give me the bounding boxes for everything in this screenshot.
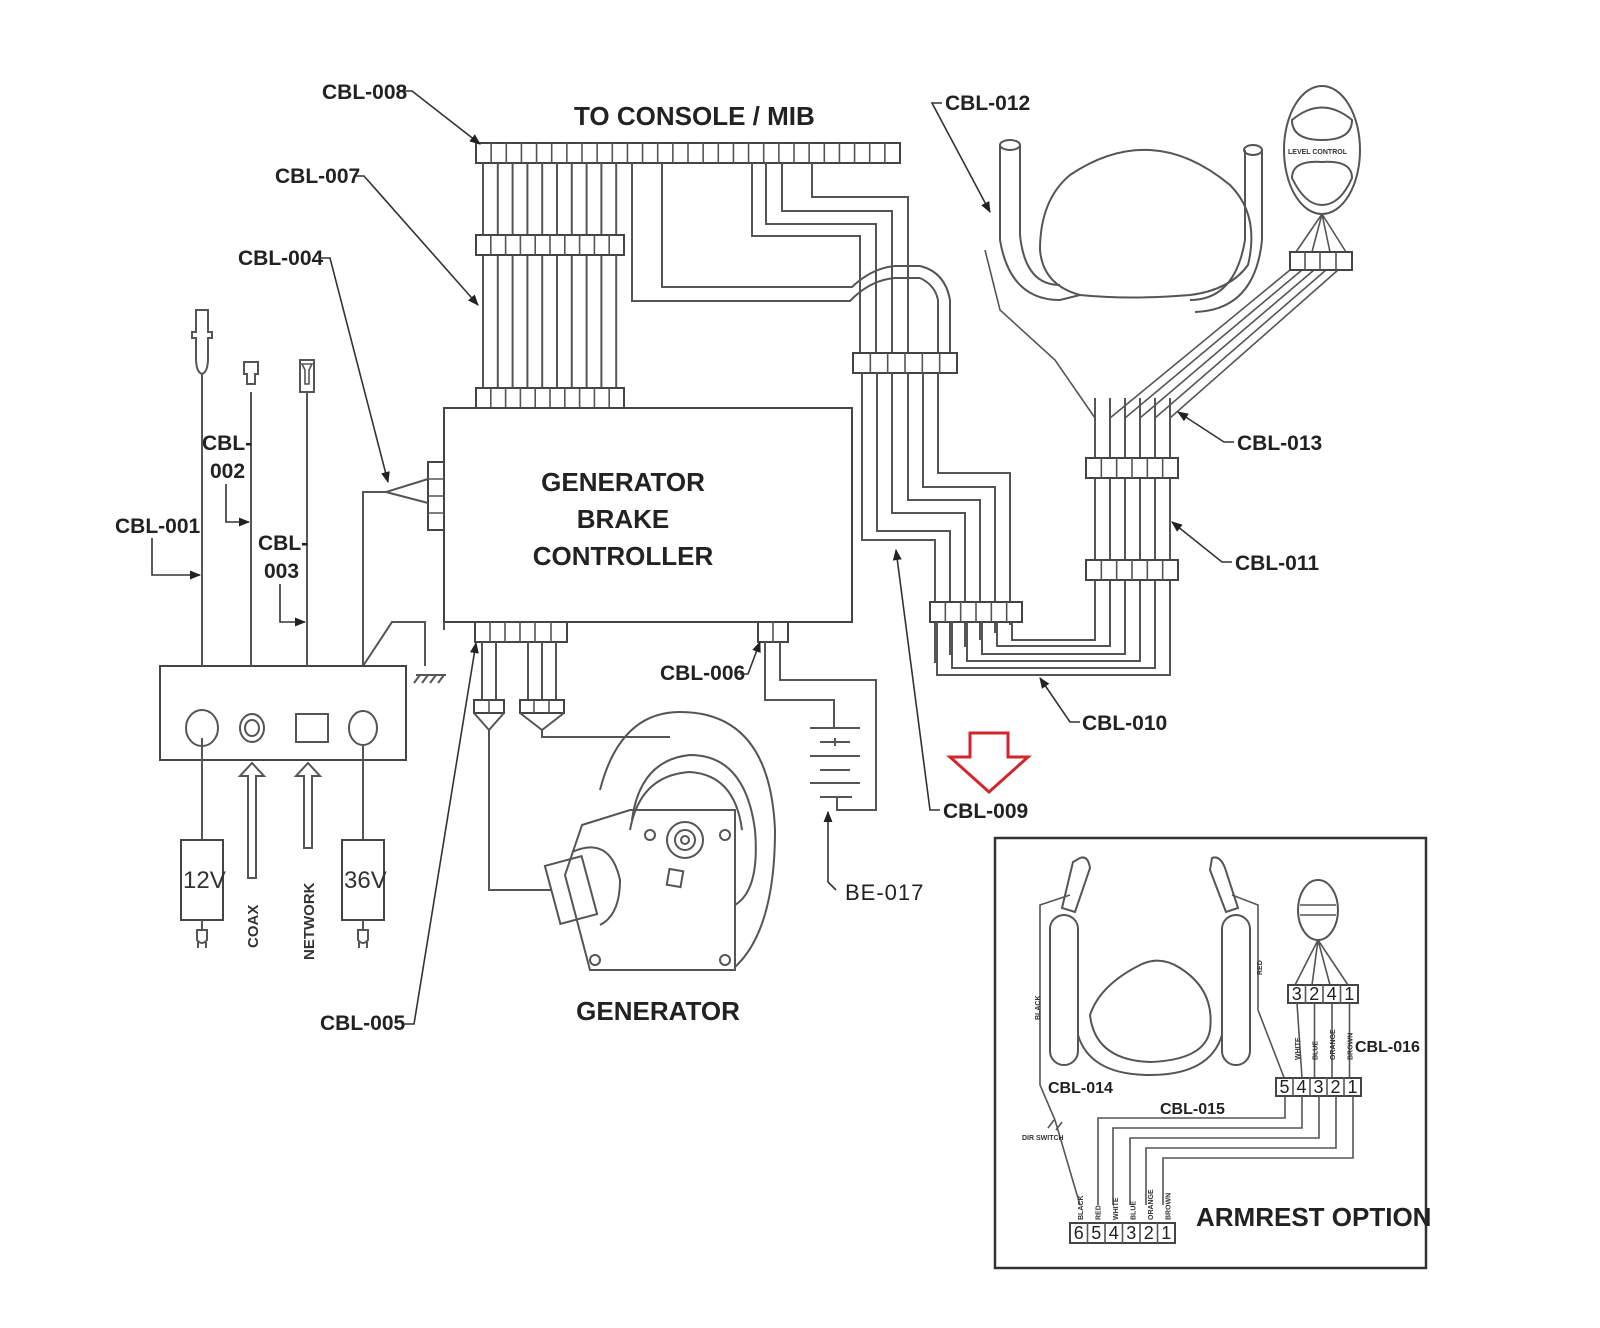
- wire-color-label: RED: [1096, 1205, 1103, 1220]
- label-cbl-013: CBL-013: [1237, 432, 1322, 455]
- cbl-009-bundle: [852, 352, 1023, 663]
- wire-color-label: BROWN: [1348, 1033, 1355, 1060]
- label-cbl-005: CBL-005: [320, 1012, 406, 1035]
- label-cbl-014: CBL-014: [1048, 1080, 1113, 1097]
- network-arrow-icon: [293, 761, 323, 849]
- controller-label-line2: BRAKE: [577, 504, 669, 534]
- 36v-supply: [341, 839, 385, 921]
- generator-brake-controller: GENERATOR BRAKE CONTROLLER: [427, 407, 853, 643]
- switch-label: DIR SWITCH: [1022, 1135, 1064, 1142]
- armrest-option-title: ARMREST OPTION: [1196, 1202, 1431, 1232]
- wire-color-label: WHITE: [1113, 1197, 1120, 1220]
- mid-connector-pin: 5: [1279, 1077, 1289, 1097]
- label-cbl-001: CBL-001: [115, 515, 201, 538]
- bottom-connector-pin: 1: [1161, 1223, 1171, 1243]
- generator-label: GENERATOR: [576, 996, 740, 1026]
- label-cbl-002b: 002: [210, 460, 245, 483]
- ground-symbol: [413, 674, 446, 684]
- label-cbl-008: CBL-008: [322, 81, 408, 104]
- coax-plug-icon: [243, 361, 259, 385]
- coax-label: COAX: [245, 905, 262, 948]
- battery-label: BE-017: [845, 880, 924, 905]
- cbl-016-wire: [1296, 1002, 1303, 1079]
- wire-color-label: BROWN: [1166, 1193, 1173, 1220]
- title-to-console: TO CONSOLE / MIB: [574, 101, 815, 131]
- wire-color-label: ORANGE: [1148, 1189, 1155, 1220]
- top-connector-pin: 1: [1344, 984, 1354, 1004]
- bottom-connector-pin: 5: [1091, 1223, 1101, 1243]
- 12v-label: 12V: [183, 867, 226, 894]
- controller-label-line3: CONTROLLER: [533, 541, 714, 571]
- coax-socket: [239, 713, 265, 743]
- generator: GENERATOR: [473, 642, 777, 1026]
- label-cbl-015: CBL-015: [1160, 1101, 1225, 1118]
- highlight-down-arrow-icon: [946, 731, 1032, 795]
- power-plug-icon: [191, 309, 213, 376]
- label-cbl-012: CBL-012: [945, 92, 1030, 115]
- network-socket: [295, 713, 329, 743]
- level-control-pendant: LEVEL CONTROL: [1283, 85, 1361, 271]
- label-cbl-003b: 003: [264, 560, 299, 583]
- label-cbl-003a: CBL-: [258, 532, 308, 555]
- cable-callouts: CBL-008 CBL-007 CBL-004 CBL-001 CBL- 002…: [115, 81, 1322, 1035]
- top-connector-pin: 3: [1292, 984, 1302, 1004]
- cbl-007-bundle: [475, 163, 625, 409]
- wire-color-right: RED: [1257, 960, 1264, 975]
- mid-connector-pin: 1: [1347, 1077, 1357, 1097]
- 36v-label: 36V: [344, 867, 387, 894]
- 12v-supply: [180, 839, 224, 921]
- power-io-box: [159, 665, 407, 761]
- cbl-013-bundle: [984, 249, 1339, 419]
- label-cbl-009: CBL-009: [943, 800, 1028, 823]
- mid-connector-pin: 3: [1313, 1077, 1323, 1097]
- wire-color-label: WHITE: [1295, 1037, 1302, 1060]
- input-cables: [191, 309, 315, 666]
- wire-color-label: BLUE: [1131, 1201, 1138, 1220]
- mid-connector-pin: 4: [1296, 1077, 1306, 1097]
- bottom-connector-pin: 3: [1126, 1223, 1136, 1243]
- wire-color-label: ORANGE: [1330, 1029, 1337, 1060]
- mid-connector-pin: 2: [1330, 1077, 1340, 1097]
- level-control-label: LEVEL CONTROL: [1288, 149, 1348, 156]
- network-plug-icon: [299, 359, 315, 393]
- bottom-connector-pin: 6: [1074, 1223, 1084, 1243]
- label-cbl-002a: CBL-: [202, 432, 252, 455]
- bottom-connector-pin: 2: [1144, 1223, 1154, 1243]
- network-label: NETWORK: [301, 882, 318, 960]
- label-cbl-006: CBL-006: [660, 662, 745, 685]
- coax-arrow-icon: [237, 761, 267, 879]
- label-cbl-007: CBL-007: [275, 165, 360, 188]
- routed-wires: [631, 163, 951, 355]
- label-cbl-016: CBL-016: [1355, 1039, 1420, 1056]
- cbl-010-bundle: [936, 398, 1179, 676]
- power-supplies: 12V 36V COAX NETWORK: [180, 738, 387, 960]
- label-cbl-010: CBL-010: [1082, 712, 1167, 735]
- wire-color-left: BLACK: [1035, 996, 1042, 1021]
- wire-color-label: BLACK: [1078, 1196, 1085, 1221]
- label-cbl-004: CBL-004: [238, 247, 324, 270]
- controller-label-line1: GENERATOR: [541, 467, 705, 497]
- bottom-connector-pin: 4: [1109, 1223, 1119, 1243]
- console-connector-strip: [475, 142, 901, 164]
- top-connector-pin: 4: [1327, 984, 1337, 1004]
- battery-be-017: BE-017: [764, 642, 924, 905]
- label-cbl-011: CBL-011: [1235, 552, 1319, 575]
- cbl-004-wire: [362, 478, 446, 684]
- seat-illustration: [999, 139, 1263, 313]
- wire-color-label: BLUE: [1313, 1041, 1320, 1060]
- top-connector-pin: 2: [1309, 984, 1319, 1004]
